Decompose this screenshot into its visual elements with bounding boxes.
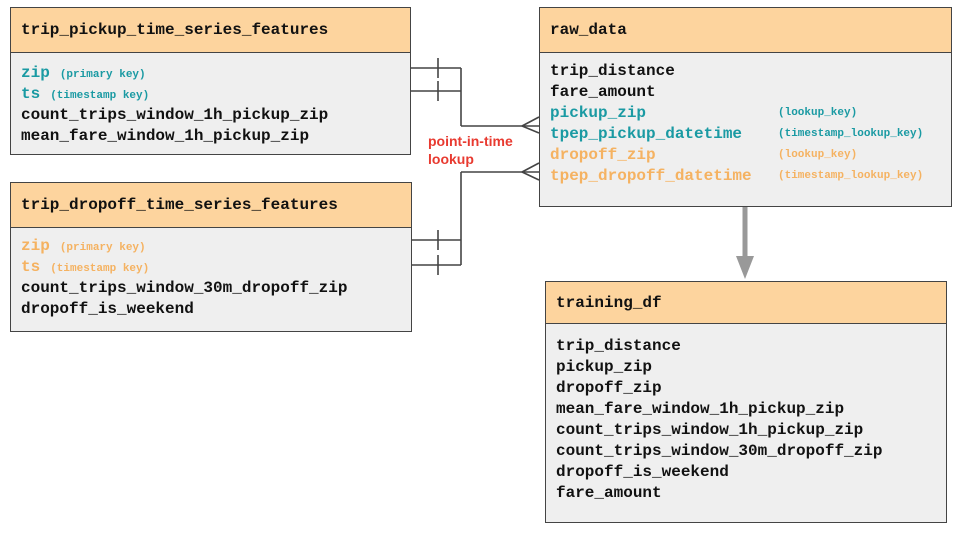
field-row: fare_amount <box>556 484 662 502</box>
timestamp-lookup-key-row: tpep_dropoff_datetime (timestamp_lookup_k… <box>550 166 941 187</box>
field-row: count_trips_window_1h_pickup_zip <box>556 421 864 439</box>
timestamp-key-row: ts (timestamp key) <box>21 84 400 105</box>
dropoff-connector <box>412 162 540 275</box>
key-name: tpep_pickup_datetime <box>550 125 743 143</box>
pickup-connector <box>411 58 540 134</box>
key-note: (timestamp key) <box>50 263 150 275</box>
lookup-key-row: pickup_zip (lookup_key) <box>550 103 941 124</box>
key-note: (timestamp_lookup_key) <box>778 170 924 182</box>
key-note: (primary key) <box>59 69 146 81</box>
field-row: dropoff_is_weekend <box>556 463 729 481</box>
lookup-key-row: dropoff_zip (lookup_key) <box>550 145 941 166</box>
key-name: tpep_dropoff_datetime <box>550 167 752 185</box>
training-df-table: training_df trip_distance pickup_zip dro… <box>545 281 947 523</box>
primary-key-row: zip (primary key) <box>21 63 400 84</box>
key-note: (lookup_key) <box>778 107 858 119</box>
field-row: count_trips_window_1h_pickup_zip <box>21 106 329 124</box>
dropoff-features-table: trip_dropoff_time_series_features zip (pr… <box>10 182 412 332</box>
field-row: pickup_zip <box>556 358 653 376</box>
point-in-time-lookup-label: point-in-time lookup <box>428 132 513 168</box>
timestamp-key-row: ts (timestamp key) <box>21 257 401 278</box>
flow-arrow <box>736 207 754 279</box>
field-row: mean_fare_window_1h_pickup_zip <box>556 400 845 418</box>
table-title: trip_dropoff_time_series_features <box>11 183 411 228</box>
key-name: pickup_zip <box>550 104 647 122</box>
key-name: ts <box>21 85 41 103</box>
field-row: trip_distance <box>550 62 675 80</box>
field-row: dropoff_is_weekend <box>21 300 194 318</box>
timestamp-lookup-key-row: tpep_pickup_datetime (timestamp_lookup_ke… <box>550 124 941 145</box>
key-name: ts <box>21 258 41 276</box>
field-row: count_trips_window_30m_dropoff_zip <box>556 442 883 460</box>
field-row: mean_fare_window_1h_pickup_zip <box>21 127 310 145</box>
field-row: fare_amount <box>550 83 656 101</box>
key-note: (primary key) <box>59 242 146 254</box>
annotation-line-1: point-in-time <box>428 133 513 149</box>
key-name: zip <box>21 64 50 82</box>
primary-key-row: zip (primary key) <box>21 236 401 257</box>
field-row: dropoff_zip <box>556 379 662 397</box>
table-title: raw_data <box>540 8 951 53</box>
key-note: (timestamp_lookup_key) <box>778 128 924 140</box>
key-note: (lookup_key) <box>778 149 858 161</box>
pickup-features-table: trip_pickup_time_series_features zip (pri… <box>10 7 411 155</box>
table-title: trip_pickup_time_series_features <box>11 8 410 53</box>
key-name: dropoff_zip <box>550 146 656 164</box>
key-note: (timestamp key) <box>50 90 150 102</box>
field-row: count_trips_window_30m_dropoff_zip <box>21 279 348 297</box>
raw-data-table: raw_data trip_distance fare_amount picku… <box>539 7 952 207</box>
annotation-line-2: lookup <box>428 151 474 167</box>
field-row: trip_distance <box>556 337 681 355</box>
key-name: zip <box>21 237 50 255</box>
table-title: training_df <box>546 282 946 324</box>
